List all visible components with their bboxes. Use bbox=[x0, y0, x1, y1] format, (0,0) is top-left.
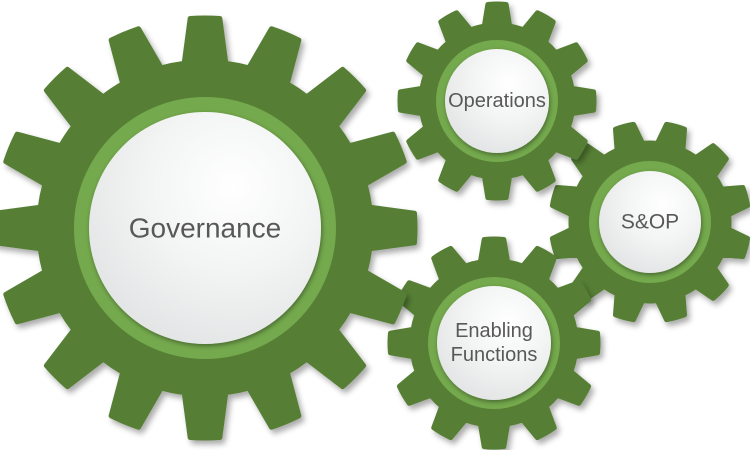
gear-operations-label: Operations bbox=[448, 90, 546, 112]
gear-enabling-functions-label-line1: Enabling bbox=[455, 320, 533, 342]
gear-enabling-functions-label-line2: Functions bbox=[451, 344, 538, 366]
gear-operations: Operations bbox=[397, 1, 597, 201]
gear-governance-face bbox=[89, 112, 321, 344]
gear-s-and-op-label: S&OP bbox=[621, 211, 679, 234]
gear-operations-face bbox=[445, 49, 549, 153]
gear-s-and-op: S&OP bbox=[549, 121, 750, 323]
gear-governance: Governance bbox=[0, 15, 418, 441]
gear-enabling-functions-face bbox=[437, 286, 551, 400]
gear-governance-label: Governance bbox=[129, 213, 282, 244]
gear-enabling-functions: Enabling Functions bbox=[387, 236, 601, 450]
gear-s-and-op-face bbox=[599, 171, 701, 273]
